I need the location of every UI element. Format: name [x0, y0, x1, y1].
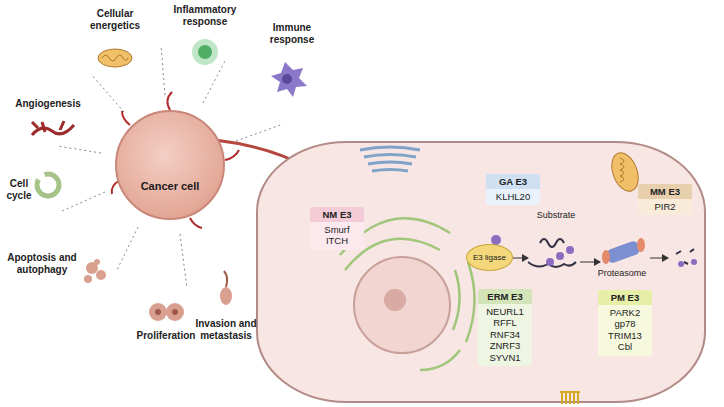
nucleolus [384, 289, 406, 311]
box-title: PM E3 [604, 292, 646, 303]
hallmark-label: Immune response [261, 22, 323, 45]
box-frame: MM E3 PIR2 [638, 184, 692, 215]
apoptosis-icon [84, 259, 106, 283]
box-title: NM E3 [316, 209, 358, 220]
hallmark-label: Apoptosis and autophagy [5, 252, 79, 275]
substrate-icon [540, 239, 564, 247]
hallmark-label: Inflammatory response [165, 4, 245, 27]
e3-name: PARK2 [604, 307, 646, 318]
box-frame: PM E3 PARK2gp78TRIM13Cbl [598, 290, 652, 356]
receptor [560, 392, 580, 404]
box-body: KLHL20 [486, 189, 540, 205]
box-header: ERM E3 [478, 289, 532, 304]
mitochondria-icon [98, 49, 132, 67]
cell-outline [257, 142, 705, 402]
proliferation-icon [149, 303, 184, 321]
e3-name: Cbl [604, 341, 646, 352]
proteasome-icon [602, 238, 645, 264]
inflammation-icon [192, 39, 218, 65]
e3-name: RNF34 [484, 329, 526, 340]
box-body: PIR2 [638, 199, 692, 215]
cancer-cell: Cancer cell [115, 110, 225, 220]
box-header: NM E3 [310, 207, 364, 222]
box-body: NEURL1RFFLRNF34ZNRF3SYVN1 [478, 304, 532, 366]
hallmark-label: Cell cycle [4, 178, 34, 201]
e3-name: SYVN1 [484, 352, 526, 363]
e3-name: KLHL20 [492, 191, 534, 202]
vessels [112, 92, 239, 228]
cell-cycle-icon [37, 174, 59, 196]
box-frame: GA E3 KLHL20 [486, 174, 540, 205]
hallmark-label: Angiogenesis [8, 98, 88, 110]
e3-name: NEURL1 [484, 306, 526, 317]
e3-name: ZNRF3 [484, 340, 526, 351]
nuclear-e3-box: NM E3 SmurfITCH [310, 207, 364, 254]
e3-name: PIR2 [644, 201, 686, 212]
box-body: PARK2gp78TRIM13Cbl [598, 305, 652, 356]
box-header: MM E3 [638, 184, 692, 199]
box-header: PM E3 [598, 290, 652, 305]
pm-e3-box: PM E3 PARK2gp78TRIM13Cbl [598, 290, 652, 360]
golgi [360, 147, 420, 171]
hallmark-label: Invasion and metastasis [191, 318, 261, 341]
er-e3-box: ERM E3 NEURL1RFFLRNF34ZNRF3SYVN1 [478, 289, 532, 370]
node-label: E3 ligase [473, 253, 506, 262]
e3-name: TRIM13 [604, 330, 646, 341]
nucleus [354, 257, 450, 353]
process-label: Proteasome [587, 268, 657, 278]
mito-e3-box: MM E3 PIR2 [638, 184, 692, 219]
process-label: Substrate [526, 210, 586, 220]
e3-name: RFFL [484, 317, 526, 328]
box-title: ERM E3 [484, 291, 526, 302]
immune-cell-icon [271, 62, 307, 97]
e3-name: gp78 [604, 318, 646, 329]
box-title: MM E3 [644, 186, 686, 197]
hallmark-label: Cellular energetics [79, 8, 151, 31]
e3-ligase-oval: E3 ligase [466, 244, 513, 271]
e3-name: ITCH [316, 235, 358, 246]
box-header: GA E3 [486, 174, 540, 189]
node-label: Cancer cell [117, 180, 223, 192]
golgi-e3-box: GA E3 KLHL20 [486, 174, 540, 209]
box-frame: NM E3 SmurfITCH [310, 207, 364, 250]
angiogenesis-icon [32, 121, 74, 135]
box-body: SmurfITCH [310, 222, 364, 250]
box-title: GA E3 [492, 176, 534, 187]
box-frame: ERM E3 NEURL1RFFLRNF34ZNRF3SYVN1 [478, 289, 532, 366]
invasion-icon [220, 271, 232, 305]
e3-name: Smurf [316, 224, 358, 235]
hallmark-label: Proliferation [126, 330, 206, 342]
